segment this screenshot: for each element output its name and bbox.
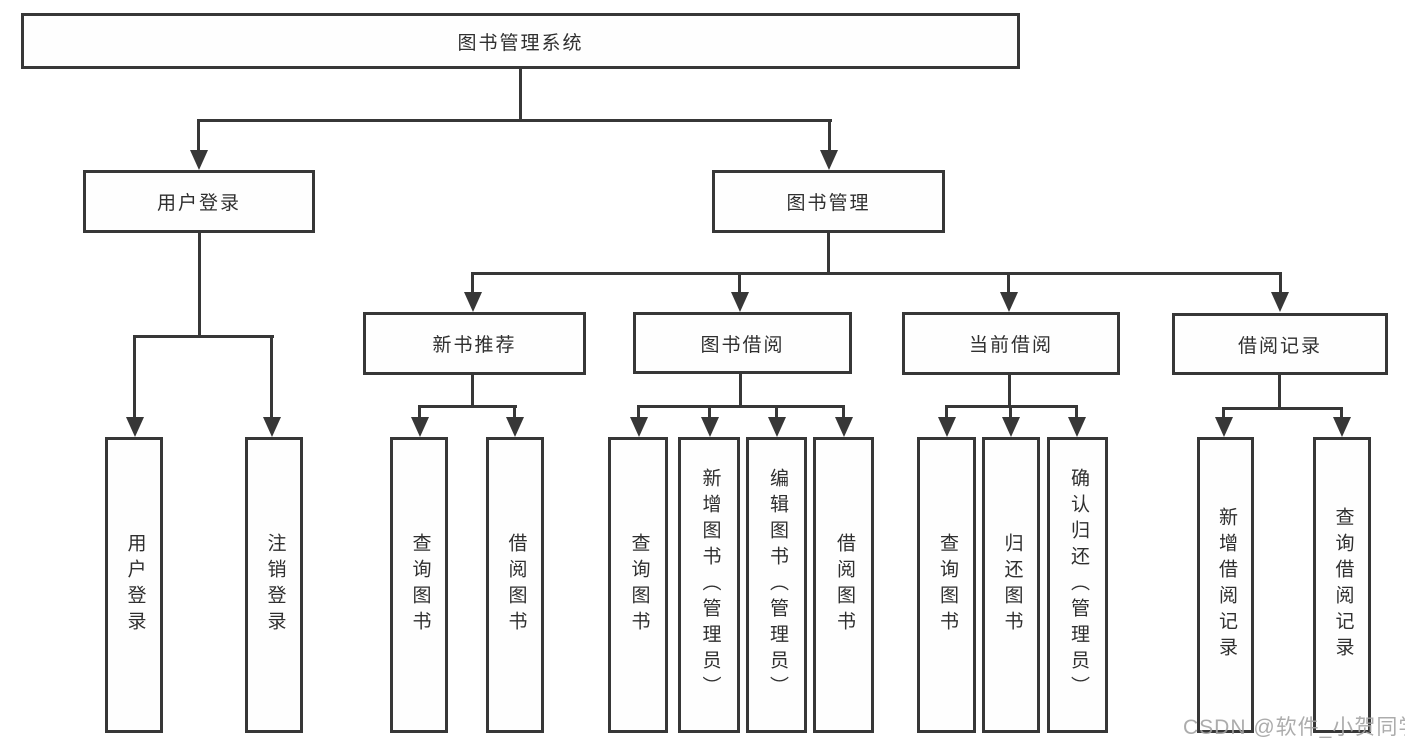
arrowhead-down-icon: [126, 417, 144, 437]
arrowhead-down-icon: [1000, 292, 1018, 312]
node-label: 当前借阅: [968, 335, 1053, 356]
node-label: 图书管理: [786, 193, 871, 214]
leaf-borrow-book-borrowing: 借阅图书: [813, 437, 874, 733]
arrowhead-down-icon: [820, 150, 838, 170]
arrowhead-down-icon: [938, 417, 956, 437]
leaf-query-book-borrowing: 查询图书: [608, 437, 668, 733]
node-label: 图书管理系统: [457, 32, 584, 54]
connector-line: [197, 119, 200, 154]
connector-line: [197, 119, 832, 122]
node-label: 用户登录: [156, 193, 241, 214]
arrowhead-down-icon: [506, 417, 524, 437]
connector-line: [1222, 407, 1343, 410]
leaf-query-book-current: 查询图书: [917, 437, 976, 733]
node-book-borrowing: 图书借阅: [633, 312, 852, 374]
node-label: 新增借阅记录: [1215, 507, 1237, 663]
connector-line: [519, 69, 522, 121]
node-current-borrowing: 当前借阅: [902, 312, 1120, 375]
connector-line: [1340, 407, 1343, 421]
node-label: 新书推荐: [432, 335, 517, 356]
node-label: 图书借阅: [700, 334, 785, 356]
arrowhead-down-icon: [731, 292, 749, 312]
leaf-user-login: 用户登录: [105, 437, 163, 733]
connector-line: [133, 335, 274, 338]
connector-line: [739, 374, 742, 407]
connector-line: [637, 405, 845, 408]
node-label: 查询图书: [409, 533, 431, 637]
leaf-add-borrow-record: 新增借阅记录: [1197, 437, 1254, 733]
node-label: 查询图书: [628, 533, 650, 637]
connector-line: [270, 335, 273, 421]
leaf-query-borrow-record: 查询借阅记录: [1313, 437, 1371, 733]
connector-line: [1279, 272, 1282, 296]
connector-line: [418, 405, 421, 421]
node-label: 借阅图书: [833, 533, 855, 637]
arrowhead-down-icon: [1068, 417, 1086, 437]
arrowhead-down-icon: [1215, 417, 1233, 437]
leaf-logout: 注销登录: [245, 437, 303, 733]
connector-line: [708, 405, 711, 421]
node-label: 查询图书: [936, 533, 958, 637]
connector-line: [471, 272, 474, 296]
node-new-book-recommend: 新书推荐: [363, 312, 586, 375]
leaf-add-book-admin: 新增图书（管理员）: [678, 437, 740, 733]
connector-line: [842, 405, 845, 421]
arrowhead-down-icon: [1333, 417, 1351, 437]
arrowhead-down-icon: [1271, 292, 1289, 312]
connector-line: [133, 335, 136, 421]
node-label: 编辑图书（管理员）: [766, 468, 788, 702]
arrowhead-down-icon: [263, 417, 281, 437]
arrowhead-down-icon: [701, 417, 719, 437]
connector-line: [945, 405, 948, 421]
node-label: 新增图书（管理员）: [699, 468, 721, 702]
connector-line: [1278, 375, 1281, 409]
connector-line: [1008, 375, 1011, 407]
watermark: CSDN @软件_小贺同学: [1183, 716, 1405, 739]
connector-line: [738, 272, 741, 296]
connector-line: [827, 233, 830, 274]
connector-line: [513, 405, 516, 421]
node-label: 用户登录: [124, 533, 146, 637]
connector-line: [198, 233, 201, 335]
arrowhead-down-icon: [464, 292, 482, 312]
connector-line: [418, 405, 517, 408]
arrowhead-down-icon: [411, 417, 429, 437]
node-label: 借阅图书: [505, 533, 527, 637]
connector-line: [471, 375, 474, 407]
node-label: 查询借阅记录: [1332, 507, 1354, 663]
node-borrowing-records: 借阅记录: [1172, 313, 1388, 375]
connector-line: [1222, 407, 1225, 421]
connector-line: [775, 405, 778, 421]
node-book-management: 图书管理: [712, 170, 945, 233]
node-user-login: 用户登录: [83, 170, 315, 233]
leaf-edit-book-admin: 编辑图书（管理员）: [746, 437, 807, 733]
node-library-management-system: 图书管理系统: [21, 13, 1020, 69]
node-label: 归还图书: [1001, 533, 1023, 637]
connector-line: [1007, 272, 1010, 296]
leaf-return-book: 归还图书: [982, 437, 1040, 733]
connector-line: [1009, 405, 1012, 421]
arrowhead-down-icon: [768, 417, 786, 437]
arrowhead-down-icon: [835, 417, 853, 437]
node-label: 确认归还（管理员）: [1067, 468, 1089, 702]
leaf-confirm-return-admin: 确认归还（管理员）: [1047, 437, 1108, 733]
leaf-borrow-book-recommend: 借阅图书: [486, 437, 544, 733]
arrowhead-down-icon: [630, 417, 648, 437]
connector-line: [471, 272, 1282, 275]
connector-line: [828, 119, 831, 154]
connector-line: [1075, 405, 1078, 421]
node-label: 注销登录: [264, 533, 286, 637]
connector-line: [637, 405, 640, 421]
leaf-query-book-recommend: 查询图书: [390, 437, 448, 733]
arrowhead-down-icon: [1002, 417, 1020, 437]
node-label: 借阅记录: [1237, 335, 1322, 357]
arrowhead-down-icon: [190, 150, 208, 170]
